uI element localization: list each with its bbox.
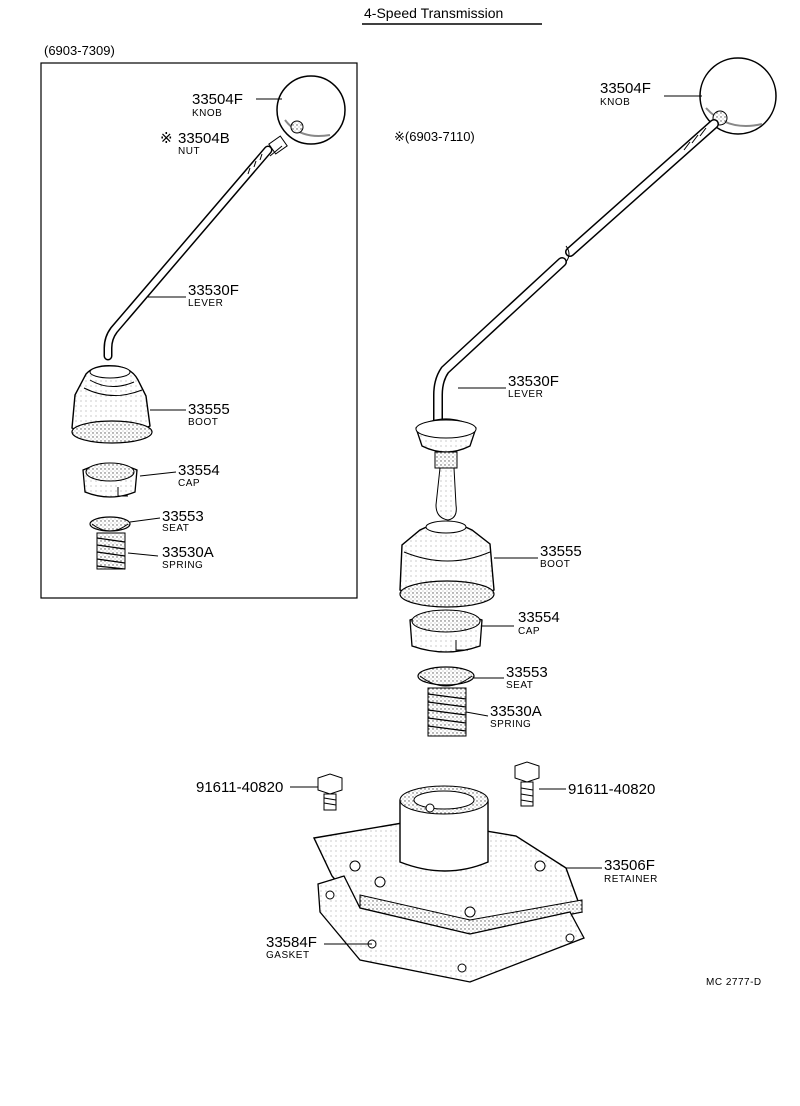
main-seat-name: SEAT <box>506 680 534 691</box>
main-knob-name: KNOB <box>600 97 631 108</box>
main-knob-number: 33504F <box>600 80 651 97</box>
main-lever <box>433 119 719 430</box>
main-variant-note: ※(6903-7110) <box>394 129 475 144</box>
main-lever-name: LEVER <box>508 389 544 400</box>
retainer-number: 33506F <box>604 857 655 874</box>
inset-nut-mark: ※ <box>160 130 173 147</box>
inset-cap-number: 33554 <box>178 462 220 479</box>
inset-range-label: (6903-7309) <box>44 43 115 58</box>
gasket-name: GASKET <box>266 950 310 961</box>
main-cap-name: CAP <box>518 626 541 637</box>
bolt-right-drawing <box>514 761 540 807</box>
inset-lever-number: 33530F <box>188 282 239 299</box>
inset-spring <box>96 532 126 570</box>
inset-frame <box>40 62 358 599</box>
inset-knob-name: KNOB <box>192 108 223 119</box>
main-spring-name: SPRING <box>490 719 532 730</box>
inset-boot <box>71 364 153 444</box>
diagram-title: 4-Speed Transmission <box>364 5 504 21</box>
main-lever-number: 33530F <box>508 373 559 390</box>
inset-seat <box>89 516 131 532</box>
inset-nut <box>268 135 288 157</box>
main-seat-number: 33553 <box>506 664 548 681</box>
main-boot-name: BOOT <box>540 559 571 570</box>
inset-cap <box>82 462 138 498</box>
main-boot <box>399 520 495 608</box>
inset-spring-name: SPRING <box>162 560 204 571</box>
inset-boot-number: 33555 <box>188 401 230 418</box>
leader-inset-cap <box>139 471 177 477</box>
main-boot-number: 33555 <box>540 543 582 560</box>
bolt-right-number: 91611-40820 <box>568 781 656 798</box>
main-spring <box>427 687 467 737</box>
inset-cap-name: CAP <box>178 478 201 489</box>
retainer-name: RETAINER <box>604 874 658 885</box>
inset-spring-number: 33530A <box>162 544 214 561</box>
leader-inset-spring <box>127 552 159 557</box>
inset-lever-name: LEVER <box>188 298 224 309</box>
bolt-left-number: 91611-40820 <box>196 779 284 796</box>
gasket-drawing <box>317 875 585 983</box>
diagram-code: MC 2777-D <box>706 977 762 988</box>
main-lever-cup <box>415 418 477 521</box>
inset-lever <box>103 145 273 361</box>
inset-knob <box>276 75 346 145</box>
main-cap <box>409 609 483 653</box>
inset-nut-name: NUT <box>178 146 201 157</box>
leader-inset-seat <box>129 517 161 523</box>
gasket-number: 33584F <box>266 934 317 951</box>
main-seat <box>417 666 475 687</box>
inset-knob-number: 33504F <box>192 91 243 108</box>
main-spring-number: 33530A <box>490 703 542 720</box>
bolt-left-drawing <box>317 773 343 811</box>
inset-boot-name: BOOT <box>188 417 219 428</box>
inset-seat-number: 33553 <box>162 508 204 525</box>
inset-seat-name: SEAT <box>162 523 190 534</box>
leader-main-spring <box>465 711 489 717</box>
main-cap-number: 33554 <box>518 609 560 626</box>
retainer-drawing <box>312 785 583 935</box>
inset-nut-number: 33504B <box>178 130 230 147</box>
